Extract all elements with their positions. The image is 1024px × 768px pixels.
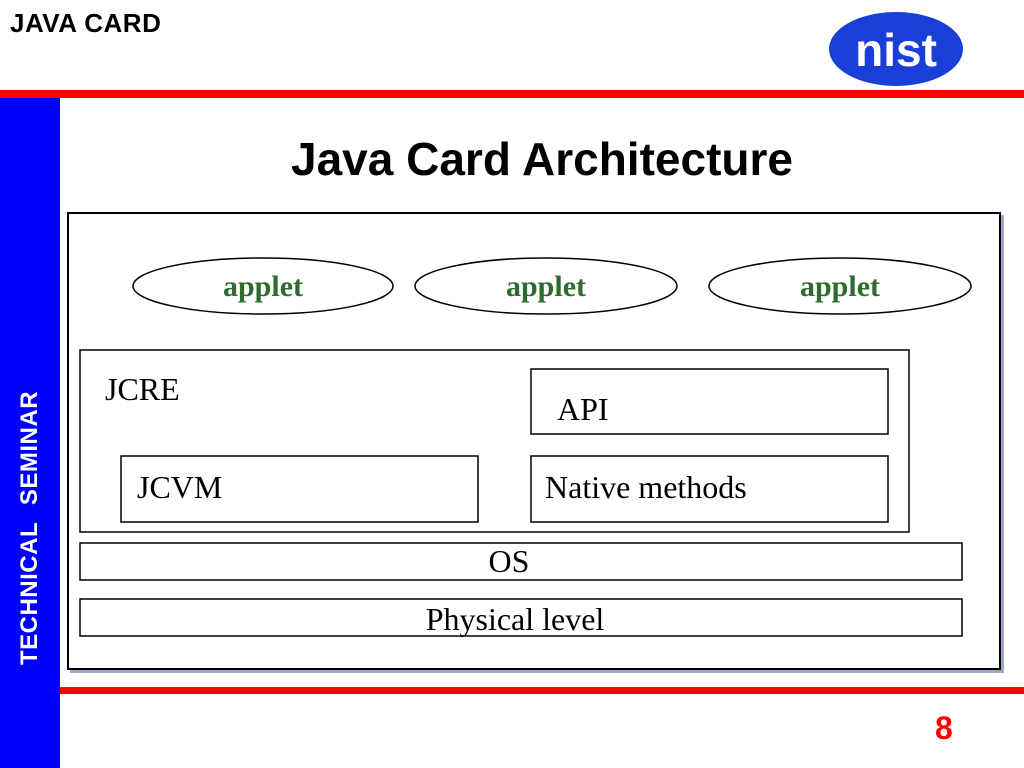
api-box: API (530, 368, 889, 435)
slide-title: Java Card Architecture (291, 133, 793, 185)
native-methods-label: Native methods (545, 469, 747, 505)
architecture-diagram: applet applet applet JCRE API JCVM Nativ… (67, 212, 1001, 670)
applet-node-3: applet (708, 257, 972, 315)
logo-text: nist (855, 24, 937, 76)
native-methods-box: Native methods (530, 455, 889, 523)
sidebar-label: TECHNICAL SEMINAR (16, 390, 43, 666)
header-title: JAVA CARD (10, 8, 162, 38)
os-box: OS (79, 542, 963, 581)
sidebar: TECHNICAL SEMINAR (0, 98, 60, 768)
applet-label: applet (800, 270, 880, 303)
page-number: 8 (935, 710, 953, 746)
applet-label: applet (223, 270, 303, 303)
jcvm-label: JCVM (137, 469, 222, 505)
api-label: API (557, 391, 609, 427)
physical-level-label: Physical level (426, 601, 605, 637)
jcre-label: JCRE (105, 371, 180, 407)
applet-node-2: applet (414, 257, 678, 315)
bottom-divider (60, 687, 1024, 694)
jcvm-box: JCVM (120, 455, 479, 523)
applet-node-1: applet (132, 257, 394, 315)
top-divider (0, 90, 1024, 98)
physical-level-box: Physical level (79, 598, 963, 637)
nist-logo-icon: nist (828, 10, 964, 88)
applet-label: applet (506, 270, 586, 303)
os-label: OS (489, 543, 530, 579)
